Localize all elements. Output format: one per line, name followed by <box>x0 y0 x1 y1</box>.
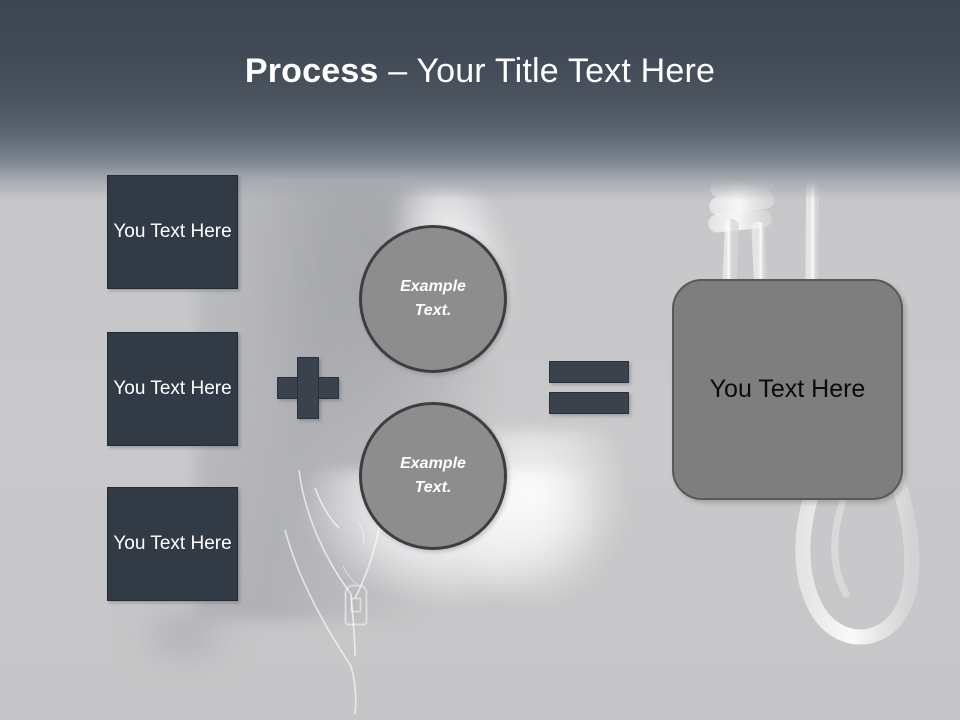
input-box-2[interactable]: You Text Here <box>107 332 238 446</box>
input-box-1[interactable]: You Text Here <box>107 175 238 289</box>
example-circle-1[interactable]: Example Text. <box>359 225 507 373</box>
example-circle-1-line1: Example <box>400 278 466 295</box>
page-title: Process – Your Title Text Here <box>0 52 960 91</box>
example-circle-1-line2: Text. <box>414 302 452 319</box>
photo-dark-patch <box>96 590 266 700</box>
photo-necklace-pendant <box>345 585 367 625</box>
plus-icon <box>277 357 339 419</box>
page-title-emphasis: Process <box>244 52 379 90</box>
plus-icon-vertical-bar <box>297 357 319 419</box>
example-circle-2-line1: Example <box>400 455 466 472</box>
input-box-3[interactable]: You Text Here <box>107 487 238 601</box>
page-title-rest: – Your Title Text Here <box>378 52 716 90</box>
result-box[interactable]: You Text Here <box>672 279 903 500</box>
equals-icon-bottom-bar <box>549 392 629 414</box>
example-circle-1-text: Example Text. <box>400 275 466 323</box>
example-circle-2[interactable]: Example Text. <box>359 402 507 550</box>
example-circle-2-text: Example Text. <box>400 452 466 500</box>
example-circle-2-line2: Text. <box>414 479 452 496</box>
equals-icon-top-bar <box>549 361 629 383</box>
equals-icon <box>549 361 629 414</box>
